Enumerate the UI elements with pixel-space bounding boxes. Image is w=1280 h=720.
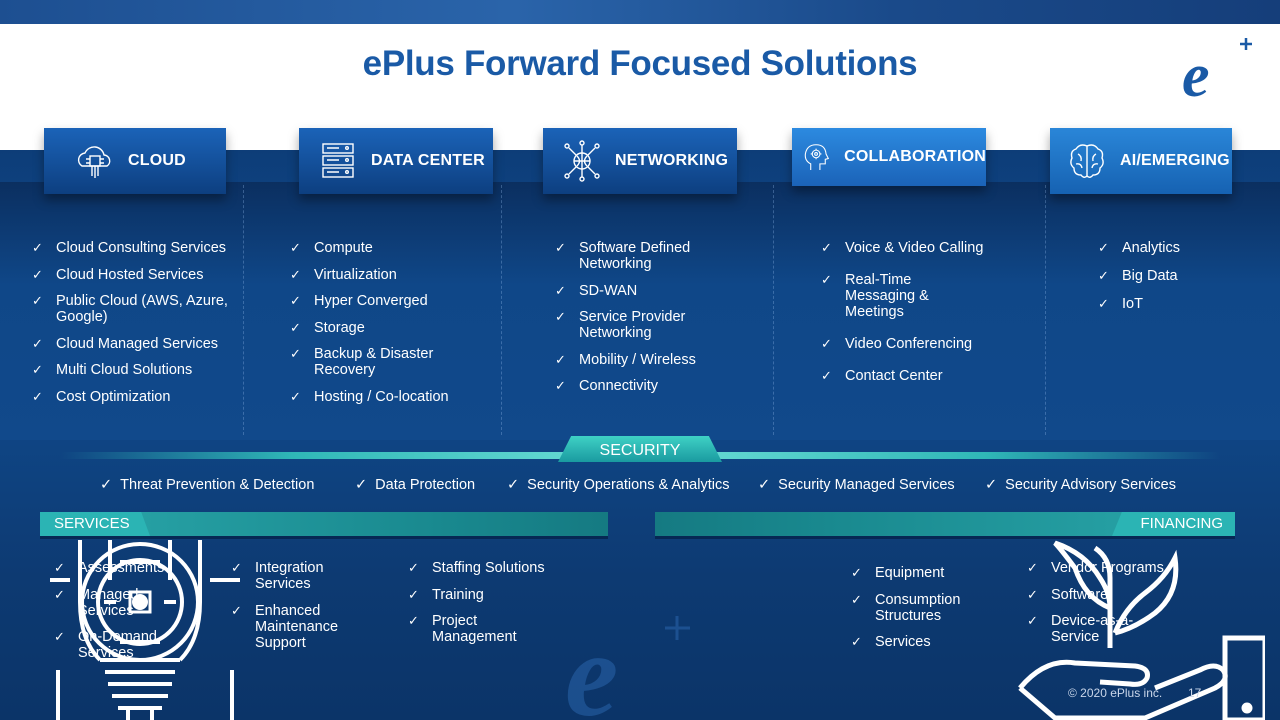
brain-icon <box>1070 144 1104 178</box>
list-item: Video Conferencing <box>821 336 991 352</box>
list-item: Software Defined Networking <box>555 240 699 272</box>
tab-label: CLOUD <box>128 152 186 169</box>
services-label: SERVICES <box>40 512 150 536</box>
financing-label: FINANCING <box>1112 512 1235 536</box>
svg-text:e: e <box>1182 42 1210 106</box>
list-item: Integration Services <box>231 560 335 592</box>
list-item: Analytics <box>1098 240 1248 256</box>
security-item: ✓Security Managed Services <box>758 477 955 493</box>
bar-shadow <box>655 536 1235 539</box>
ai-list: Analytics Big Data IoT <box>1098 240 1248 323</box>
list-item: Connectivity <box>555 378 725 394</box>
network-globe-icon <box>564 140 600 182</box>
list-item: Contact Center <box>821 368 991 384</box>
list-item: Managed Services <box>54 587 148 619</box>
tab-label: NETWORKING <box>615 152 729 169</box>
list-item: Equipment <box>851 565 991 581</box>
head-gear-icon <box>804 144 830 171</box>
page-title: ePlus Forward Focused Solutions <box>362 44 918 83</box>
list-item: Cloud Hosted Services <box>32 267 232 283</box>
networking-list: Software Defined Networking SD-WAN Servi… <box>555 240 725 405</box>
security-item: ✓Threat Prevention & Detection <box>100 477 315 493</box>
list-item: Real-Time Messaging & Meetings <box>821 272 985 320</box>
list-item: Project Management <box>408 613 522 645</box>
column-divider <box>243 185 245 435</box>
tab-label: AI/EMERGING <box>1120 152 1230 169</box>
cloud-list: Cloud Consulting Services Cloud Hosted S… <box>32 240 232 415</box>
column-divider <box>501 185 503 435</box>
financing-list-1: Equipment Consumption Structures Service… <box>851 565 991 661</box>
tab-cloud[interactable]: CLOUD <box>44 128 226 194</box>
list-item: SD-WAN <box>555 283 725 299</box>
tab-data-center[interactable]: DATA CENTER <box>299 128 493 194</box>
tab-label: COLLABORATION <box>844 148 986 165</box>
services-list-2: Integration Services Enhanced Maintenanc… <box>231 560 381 661</box>
eplus-watermark: e <box>565 608 690 720</box>
list-item: Services <box>851 634 991 650</box>
security-item: ✓Data Protection <box>355 477 476 493</box>
list-item: Mobility / Wireless <box>555 352 725 368</box>
list-item: IoT <box>1098 296 1248 312</box>
tab-label: DATA CENTER <box>371 152 485 169</box>
list-item: Device-as-a-Service <box>1027 613 1136 645</box>
column-divider <box>1045 185 1047 435</box>
list-item: Voice & Video Calling <box>821 240 991 256</box>
datacenter-list: Compute Virtualization Hyper Converged S… <box>290 240 480 415</box>
list-item: Cloud Managed Services <box>32 336 232 352</box>
copyright-text: © 2020 ePlus inc. <box>1068 686 1163 700</box>
page-number: 17 <box>1188 686 1202 700</box>
list-item: Staffing Solutions <box>408 560 568 576</box>
list-item: Cost Optimization <box>32 389 232 405</box>
list-item: Storage <box>290 320 480 336</box>
bar-shadow <box>40 536 608 539</box>
tab-ai-emerging[interactable]: AI/EMERGING <box>1050 128 1232 194</box>
list-item: Training <box>408 587 568 603</box>
list-item: Hyper Converged <box>290 293 480 309</box>
security-item: ✓Security Operations & Analytics <box>507 477 730 493</box>
column-divider <box>773 185 775 435</box>
list-item: Multi Cloud Solutions <box>32 362 232 378</box>
list-item: Virtualization <box>290 267 480 283</box>
security-item: ✓Security Advisory Services <box>985 477 1176 493</box>
tab-networking[interactable]: NETWORKING <box>543 128 737 194</box>
list-item: Big Data <box>1098 268 1248 284</box>
list-item: Public Cloud (AWS, Azure, Google) <box>32 293 232 325</box>
server-rack-icon <box>322 143 354 178</box>
security-label: SECURITY <box>558 436 722 462</box>
list-item: Backup & Disaster Recovery <box>290 346 444 378</box>
eplus-logo: e <box>1182 38 1252 106</box>
lightbulb-chip-icon <box>50 540 240 720</box>
list-item: Service Provider Networking <box>555 309 694 341</box>
list-item: Cloud Consulting Services <box>32 240 232 256</box>
tab-collaboration[interactable]: COLLABORATION <box>792 128 986 186</box>
top-banner-strip <box>0 0 1280 24</box>
collaboration-list: Voice & Video Calling Real-Time Messagin… <box>821 240 991 395</box>
cloud-chip-icon <box>77 146 111 178</box>
list-item: Hosting / Co-location <box>290 389 480 405</box>
svg-text:e: e <box>565 608 618 720</box>
list-item: Consumption Structures <box>851 592 970 624</box>
services-list-3: Staffing Solutions Training Project Mana… <box>408 560 568 656</box>
list-item: Compute <box>290 240 480 256</box>
list-item: Enhanced Maintenance Support <box>231 603 345 651</box>
hand-plant-icon <box>1018 540 1265 720</box>
